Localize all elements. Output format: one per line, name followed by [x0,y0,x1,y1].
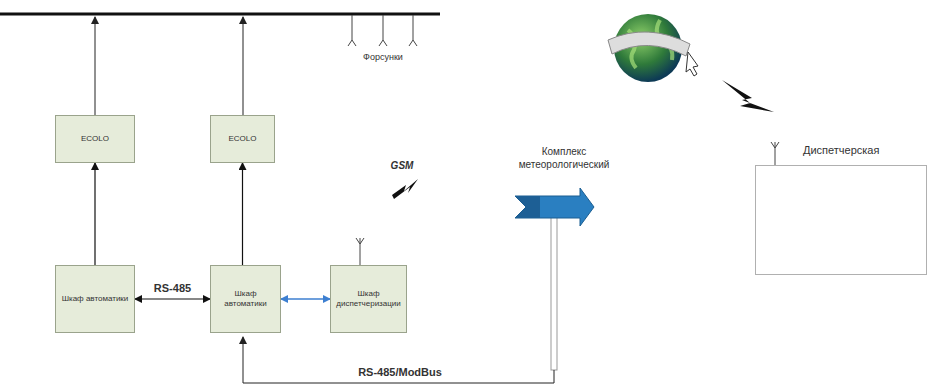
ecolo-unit: ECOLO [55,115,135,163]
meteo-mast [515,188,594,370]
pipe [0,13,440,16]
ecolo-unit: ECOLO [210,115,275,163]
box-label: Шкаф автоматики [60,292,131,306]
antenna [771,142,779,165]
connector [281,298,330,300]
connector [135,298,210,299]
box-label: ECOLO [226,132,258,146]
cabinet-box: Шкаф автоматики [55,265,135,333]
signal-bolt [722,80,774,112]
connector [242,163,243,265]
cabinet-box: Шкаф автоматики [210,265,281,333]
modbus-wire [243,337,554,383]
bus-label: RS-485 [154,282,191,294]
gsm-signal [392,179,418,199]
nozzle-label: Форсунки [363,52,403,62]
antenna [356,238,364,265]
box-label: Шкаф автоматики [211,287,280,311]
globe-icon [608,14,698,82]
control-room: Диспетчерская [755,165,927,275]
box-label: ECOLO [79,132,111,146]
gsm-label: GSM [391,160,414,171]
pipe-feed [95,17,96,115]
meteo-label: Комплекс метеорологический [504,145,624,171]
cabinet-box: Шкаф диспетчеризации [330,265,407,333]
pipe-feed [243,17,244,115]
box-label: Шкаф диспетчеризации [331,287,406,311]
bus-label: RS-485/ModBus [356,366,444,378]
room-heading: Диспетчерская [801,142,881,160]
connector [94,163,95,265]
nozzles [348,15,417,46]
